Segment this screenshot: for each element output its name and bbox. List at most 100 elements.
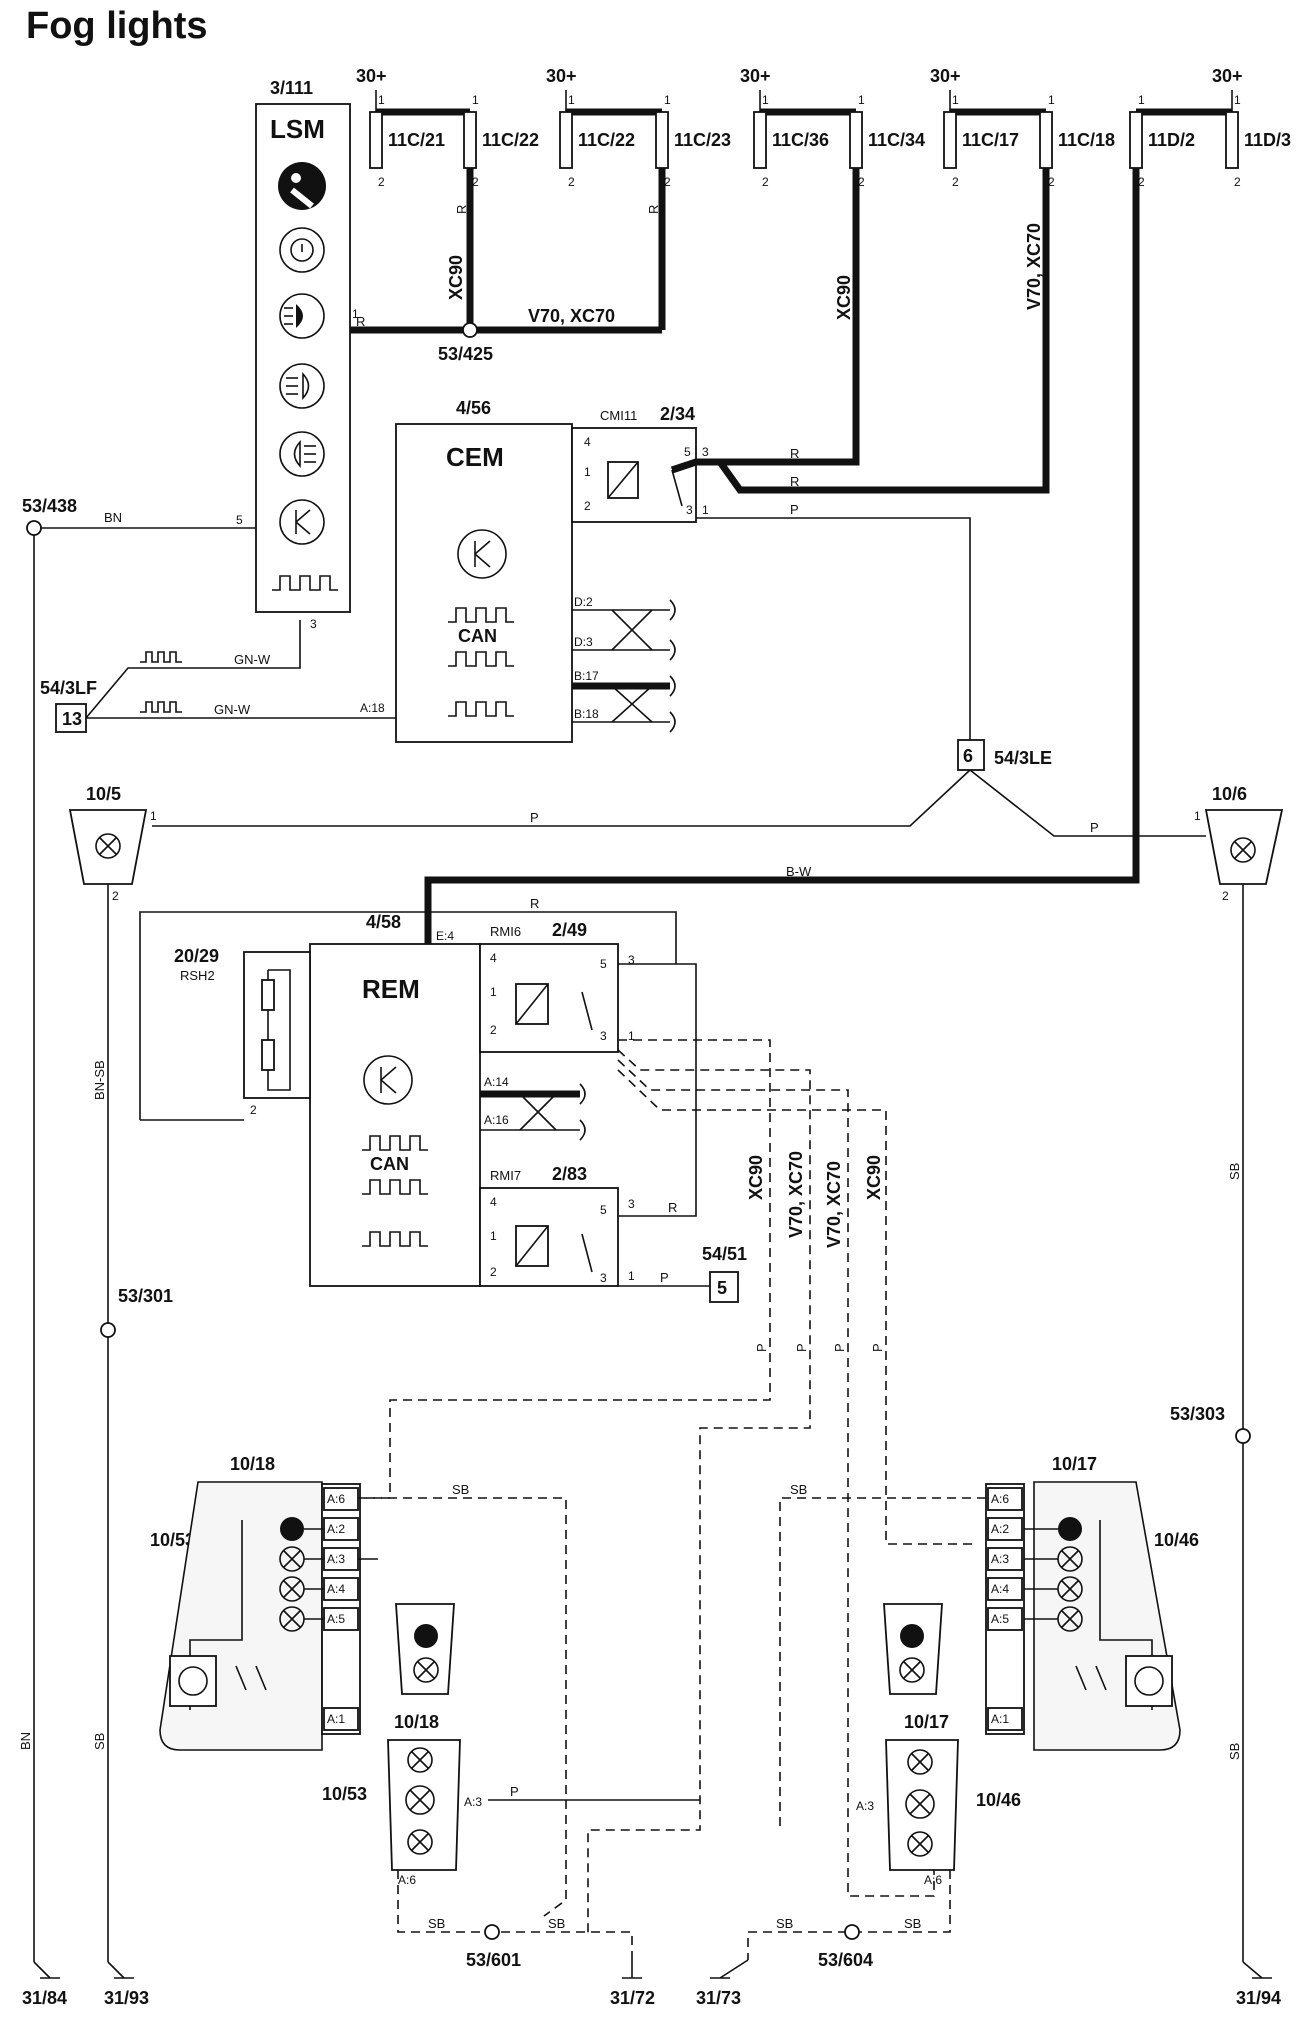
svg-text:31/93: 31/93 (104, 1988, 149, 2008)
svg-text:A:2: A:2 (327, 1522, 345, 1536)
svg-text:2: 2 (490, 1265, 497, 1279)
svg-text:3: 3 (628, 1197, 635, 1211)
svg-text:R: R (646, 205, 661, 214)
fuse-11c-34 (849, 111, 863, 169)
svg-text:10/46: 10/46 (976, 1790, 1021, 1810)
cem-relay-2-34: CMI11 2/34 4 1 2 5 3 3 1 (571, 404, 709, 523)
fog-lamp-10-6: 10/6 1 2 SB 53/303 SB (1170, 784, 1284, 1962)
svg-text:53/438: 53/438 (22, 496, 77, 516)
rsh2-resistor: 20/29 RSH2 2 (174, 946, 311, 1117)
svg-text:A:5: A:5 (991, 1612, 1009, 1626)
rem-feedback-wire: R (139, 896, 677, 1121)
fog-lamp-10-5: 10/5 1 2 BN-SB 53/301 SB (68, 784, 173, 1962)
svg-text:A:5: A:5 (327, 1612, 345, 1626)
svg-text:P: P (870, 1343, 885, 1352)
svg-text:6: 6 (963, 746, 973, 766)
svg-text:R: R (668, 1200, 677, 1215)
svg-text:10/17: 10/17 (1052, 1454, 1097, 1474)
svg-text:P: P (660, 1270, 669, 1285)
fog-symbol-icon (278, 162, 326, 210)
svg-text:GN-W: GN-W (214, 702, 251, 717)
svg-text:54/3LF: 54/3LF (40, 678, 97, 698)
svg-text:2: 2 (568, 175, 575, 189)
svg-text:SB: SB (548, 1916, 565, 1931)
junction-53-303-icon (1235, 1428, 1251, 1444)
svg-text:V70, XC70: V70, XC70 (824, 1161, 844, 1248)
svg-text:4: 4 (490, 1195, 497, 1209)
cem-can-low-icon (448, 651, 514, 667)
svg-text:1: 1 (628, 1269, 635, 1283)
svg-text:SB: SB (790, 1482, 807, 1497)
cem-lin-signal-icon (140, 701, 182, 713)
svg-text:54/3LE: 54/3LE (994, 748, 1052, 768)
cem-can-high-icon (448, 607, 514, 623)
svg-text:31/94: 31/94 (1236, 1988, 1281, 2008)
svg-text:10/17: 10/17 (904, 1712, 949, 1732)
svg-text:11C/18: 11C/18 (1058, 130, 1115, 150)
svg-text:RSH2: RSH2 (180, 968, 215, 983)
junction-53-438: 53/438 BN BN (18, 496, 256, 1962)
svg-text:XC90: XC90 (834, 275, 854, 320)
fuse-group-3: 30+ 11C/36 11C/34 1 1 2 2 (740, 66, 925, 189)
junction-53-425-icon (462, 322, 478, 338)
fuse-11c-36 (753, 111, 767, 169)
junction-53-425-label: 53/425 (438, 344, 493, 364)
svg-text:SB: SB (1227, 1743, 1242, 1760)
junction-53-601-icon (484, 1924, 500, 1940)
svg-text:A:16: A:16 (484, 1113, 509, 1127)
svg-text:2: 2 (952, 175, 959, 189)
connector-54-3lf: 54/3LF 13 GN-W GN-W (40, 620, 396, 733)
svg-text:2: 2 (1048, 175, 1055, 189)
fuse-11c-21 (369, 111, 383, 169)
svg-text:5: 5 (236, 513, 243, 527)
svg-text:B-W: B-W (786, 864, 812, 879)
svg-text:1: 1 (584, 465, 591, 479)
lamp-transistor-icon (178, 1666, 208, 1696)
fuse-11d-3 (1225, 111, 1239, 169)
svg-text:10/46: 10/46 (1154, 1530, 1199, 1550)
svg-text:3: 3 (702, 445, 709, 459)
lamp-control-unit (169, 1655, 217, 1707)
svg-text:1: 1 (150, 809, 157, 823)
svg-text:2: 2 (858, 175, 865, 189)
led-bulb-icon (280, 1517, 304, 1541)
svg-text:2: 2 (584, 499, 591, 513)
svg-text:1: 1 (1194, 809, 1201, 823)
svg-text:10/5: 10/5 (86, 784, 121, 804)
svg-text:4/58: 4/58 (366, 912, 401, 932)
variant-v70xc70-lsm: V70, XC70 (528, 306, 615, 326)
svg-text:1: 1 (472, 93, 479, 107)
rear-lamp-10-17: 10/17 10/46 A:6 A:2 A:3 A:4 A:5 A:1 SB (779, 1454, 1199, 1830)
svg-text:10/6: 10/6 (1212, 784, 1247, 804)
lsm-module: 3/111 LSM (236, 78, 359, 631)
svg-text:A:3: A:3 (464, 1795, 482, 1809)
svg-text:11D/2: 11D/2 (1148, 130, 1195, 150)
svg-text:2: 2 (664, 175, 671, 189)
svg-text:1: 1 (568, 93, 575, 107)
fuse-1b-label: 11C/22 (482, 130, 539, 150)
svg-text:E:4: E:4 (436, 929, 454, 943)
cem-module: 4/56 CEM CAN D:2 D:3 B:17 B:18 A:18 (360, 398, 599, 743)
front-fog-icon (279, 363, 325, 409)
svg-text:CAN: CAN (370, 1154, 409, 1174)
svg-text:SB: SB (904, 1916, 921, 1931)
svg-text:P: P (530, 810, 539, 825)
svg-text:11C/36: 11C/36 (772, 130, 829, 150)
svg-text:A:18: A:18 (360, 701, 385, 715)
lsm-name: LSM (270, 114, 325, 144)
svg-text:SB: SB (1227, 1163, 1242, 1180)
svg-text:3: 3 (600, 1029, 607, 1043)
svg-text:11C/23: 11C/23 (674, 130, 731, 150)
svg-text:2/83: 2/83 (552, 1164, 587, 1184)
svg-text:A:6: A:6 (991, 1492, 1009, 1506)
svg-text:3: 3 (628, 953, 635, 967)
svg-text:XC90: XC90 (864, 1155, 884, 1200)
svg-text:R: R (790, 474, 799, 489)
lsm-transistor-icon (279, 499, 325, 545)
svg-text:11D/3: 11D/3 (1244, 130, 1291, 150)
svg-text:2: 2 (250, 1103, 257, 1117)
svg-text:RMI7: RMI7 (490, 1168, 521, 1183)
connector-54-3le: 6 54/3LE P P (152, 739, 1206, 837)
fuse-11c-23 (655, 111, 669, 169)
bulb-icon (95, 833, 121, 859)
